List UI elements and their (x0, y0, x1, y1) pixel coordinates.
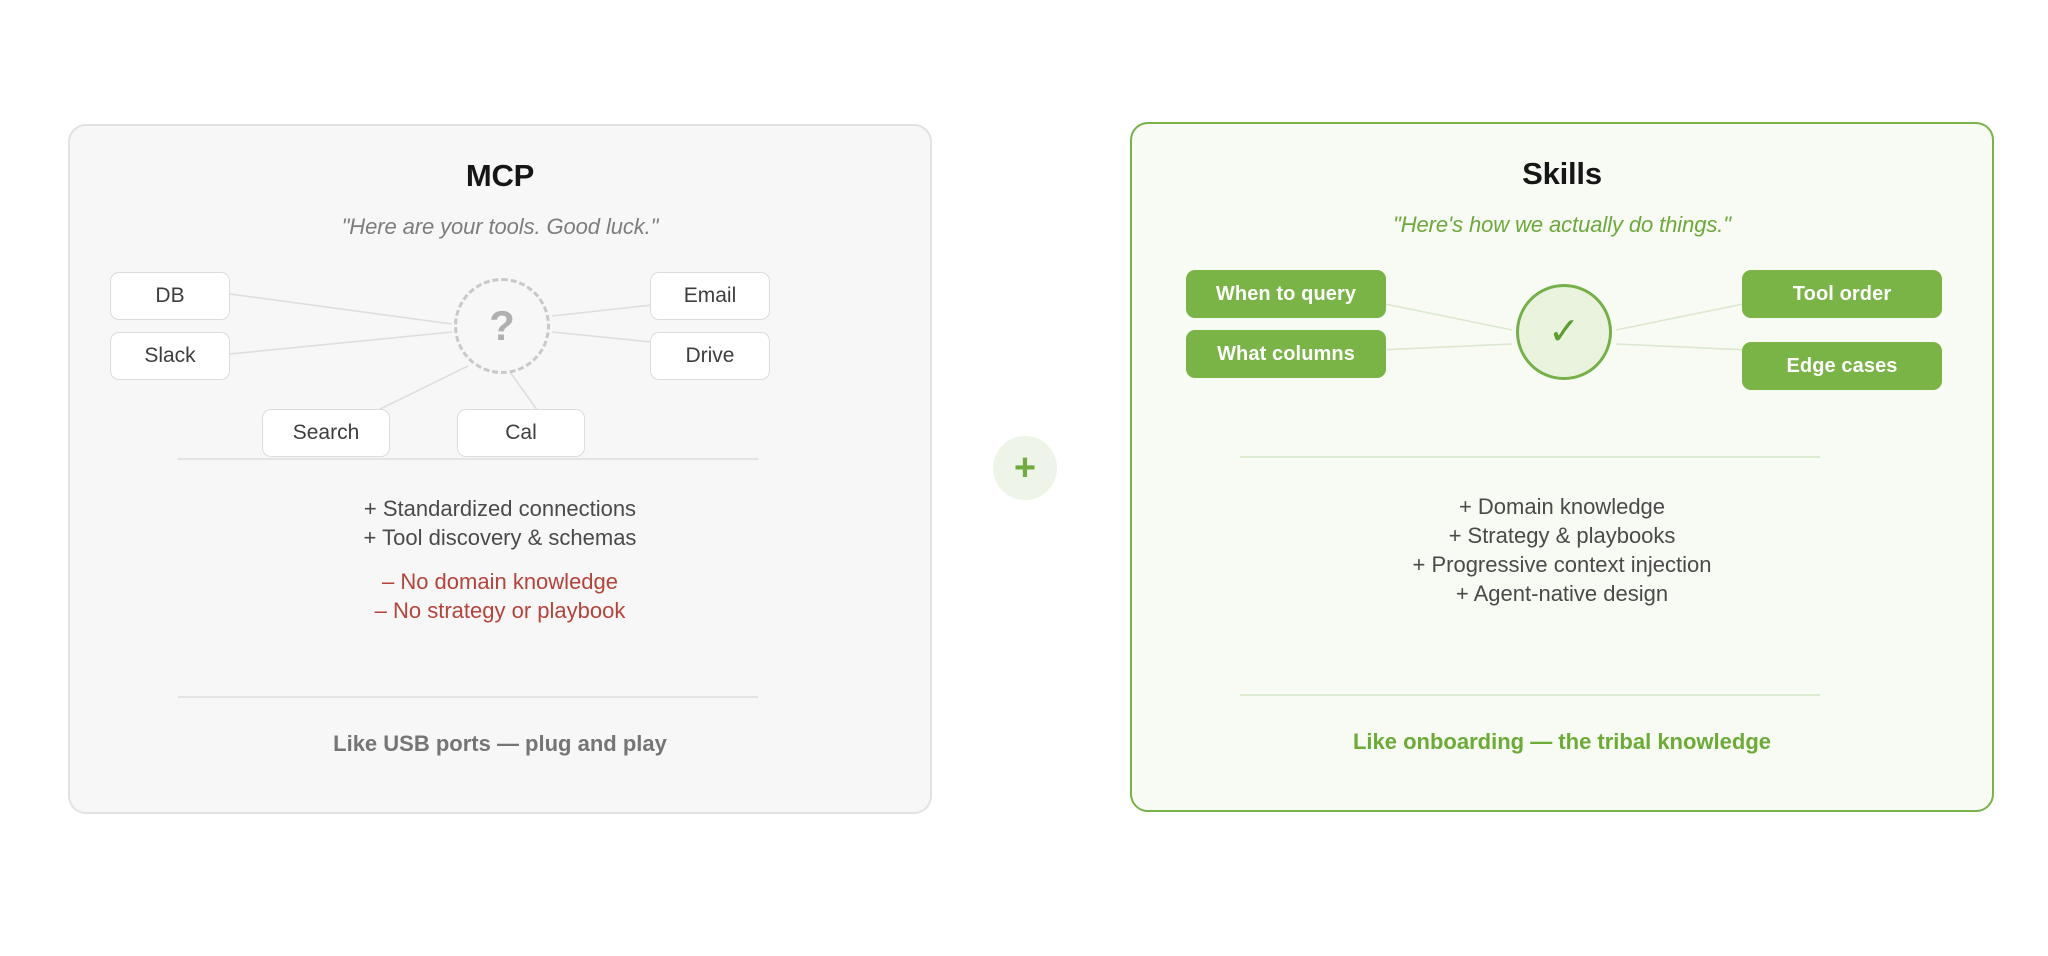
skills-card: Skills "Here's how we actually do things… (1130, 122, 1994, 812)
skills-node-what-columns[interactable]: What columns (1186, 330, 1386, 378)
skills-node-edge-cases-label: Edge cases (1786, 354, 1898, 377)
mcp-divider-bottom (178, 696, 758, 698)
mcp-con-item: – No strategy or playbook (374, 598, 626, 623)
mcp-con-item: – No domain knowledge (381, 569, 619, 594)
skills-node-tool-order-label: Tool order (1792, 282, 1892, 305)
mcp-node-db-label: DB (155, 284, 185, 307)
skills-divider-bottom (1240, 694, 1820, 696)
skills-tagline: Like onboarding — the tribal knowledge (1352, 729, 1772, 754)
mcp-node-cal[interactable]: Cal (457, 409, 585, 457)
plus-icon: + (993, 436, 1057, 500)
check-mark-icon: ✓ (1516, 284, 1612, 380)
skills-card-title: Skills (1522, 156, 1602, 191)
question-mark-icon: ? (454, 278, 550, 374)
skills-hub-glyph: ✓ (1548, 311, 1580, 353)
mcp-node-email-label: Email (683, 284, 737, 307)
mcp-node-slack[interactable]: Slack (110, 332, 230, 380)
skills-divider-top (1240, 456, 1820, 458)
skills-pro-item: + Domain knowledge (1458, 494, 1666, 519)
mcp-card-subtitle: "Here are your tools. Good luck." (341, 214, 659, 239)
skills-node-edge-cases[interactable]: Edge cases (1742, 342, 1942, 390)
mcp-node-drive-label: Drive (685, 344, 735, 367)
mcp-node-cal-label: Cal (505, 421, 537, 444)
skills-node-when-to-query[interactable]: When to query (1186, 270, 1386, 318)
mcp-node-email[interactable]: Email (650, 272, 770, 320)
mcp-hub-glyph: ? (489, 302, 515, 349)
mcp-pro-item: + Tool discovery & schemas (363, 525, 637, 550)
plus-glyph: + (1013, 447, 1037, 489)
mcp-node-search-label: Search (292, 421, 360, 444)
mcp-node-slack-label: Slack (144, 344, 196, 367)
mcp-node-search[interactable]: Search (262, 409, 390, 457)
skills-card-subtitle: "Here's how we actually do things." (1393, 212, 1731, 237)
mcp-card-title: MCP (465, 158, 535, 193)
mcp-node-drive[interactable]: Drive (650, 332, 770, 380)
skills-node-what-columns-label: What columns (1217, 342, 1355, 365)
mcp-node-diagram: DB Slack Email Drive Search Cal ? (70, 254, 930, 457)
skills-node-diagram: When to query What columns Tool order Ed… (1132, 252, 1992, 452)
skills-node-when-to-query-label: When to query (1215, 282, 1357, 305)
skills-pro-item: + Strategy & playbooks (1448, 523, 1676, 548)
mcp-node-db[interactable]: DB (110, 272, 230, 320)
mcp-pros-list: + Standardized connections + Tool discov… (70, 494, 930, 552)
mcp-tagline: Like USB ports — plug and play (333, 731, 667, 756)
skills-pros-list: + Domain knowledge + Strategy & playbook… (1132, 492, 1992, 608)
skills-pro-item: + Progressive context injection (1412, 552, 1712, 577)
skills-pro-item: + Agent-native design (1455, 581, 1669, 606)
mcp-pro-item: + Standardized connections (363, 496, 637, 521)
mcp-divider-top (178, 458, 758, 460)
mcp-card: MCP "Here are your tools. Good luck." DB… (68, 124, 932, 814)
mcp-cons-list: – No domain knowledge – No strategy or p… (70, 567, 930, 625)
skills-node-tool-order[interactable]: Tool order (1742, 270, 1942, 318)
